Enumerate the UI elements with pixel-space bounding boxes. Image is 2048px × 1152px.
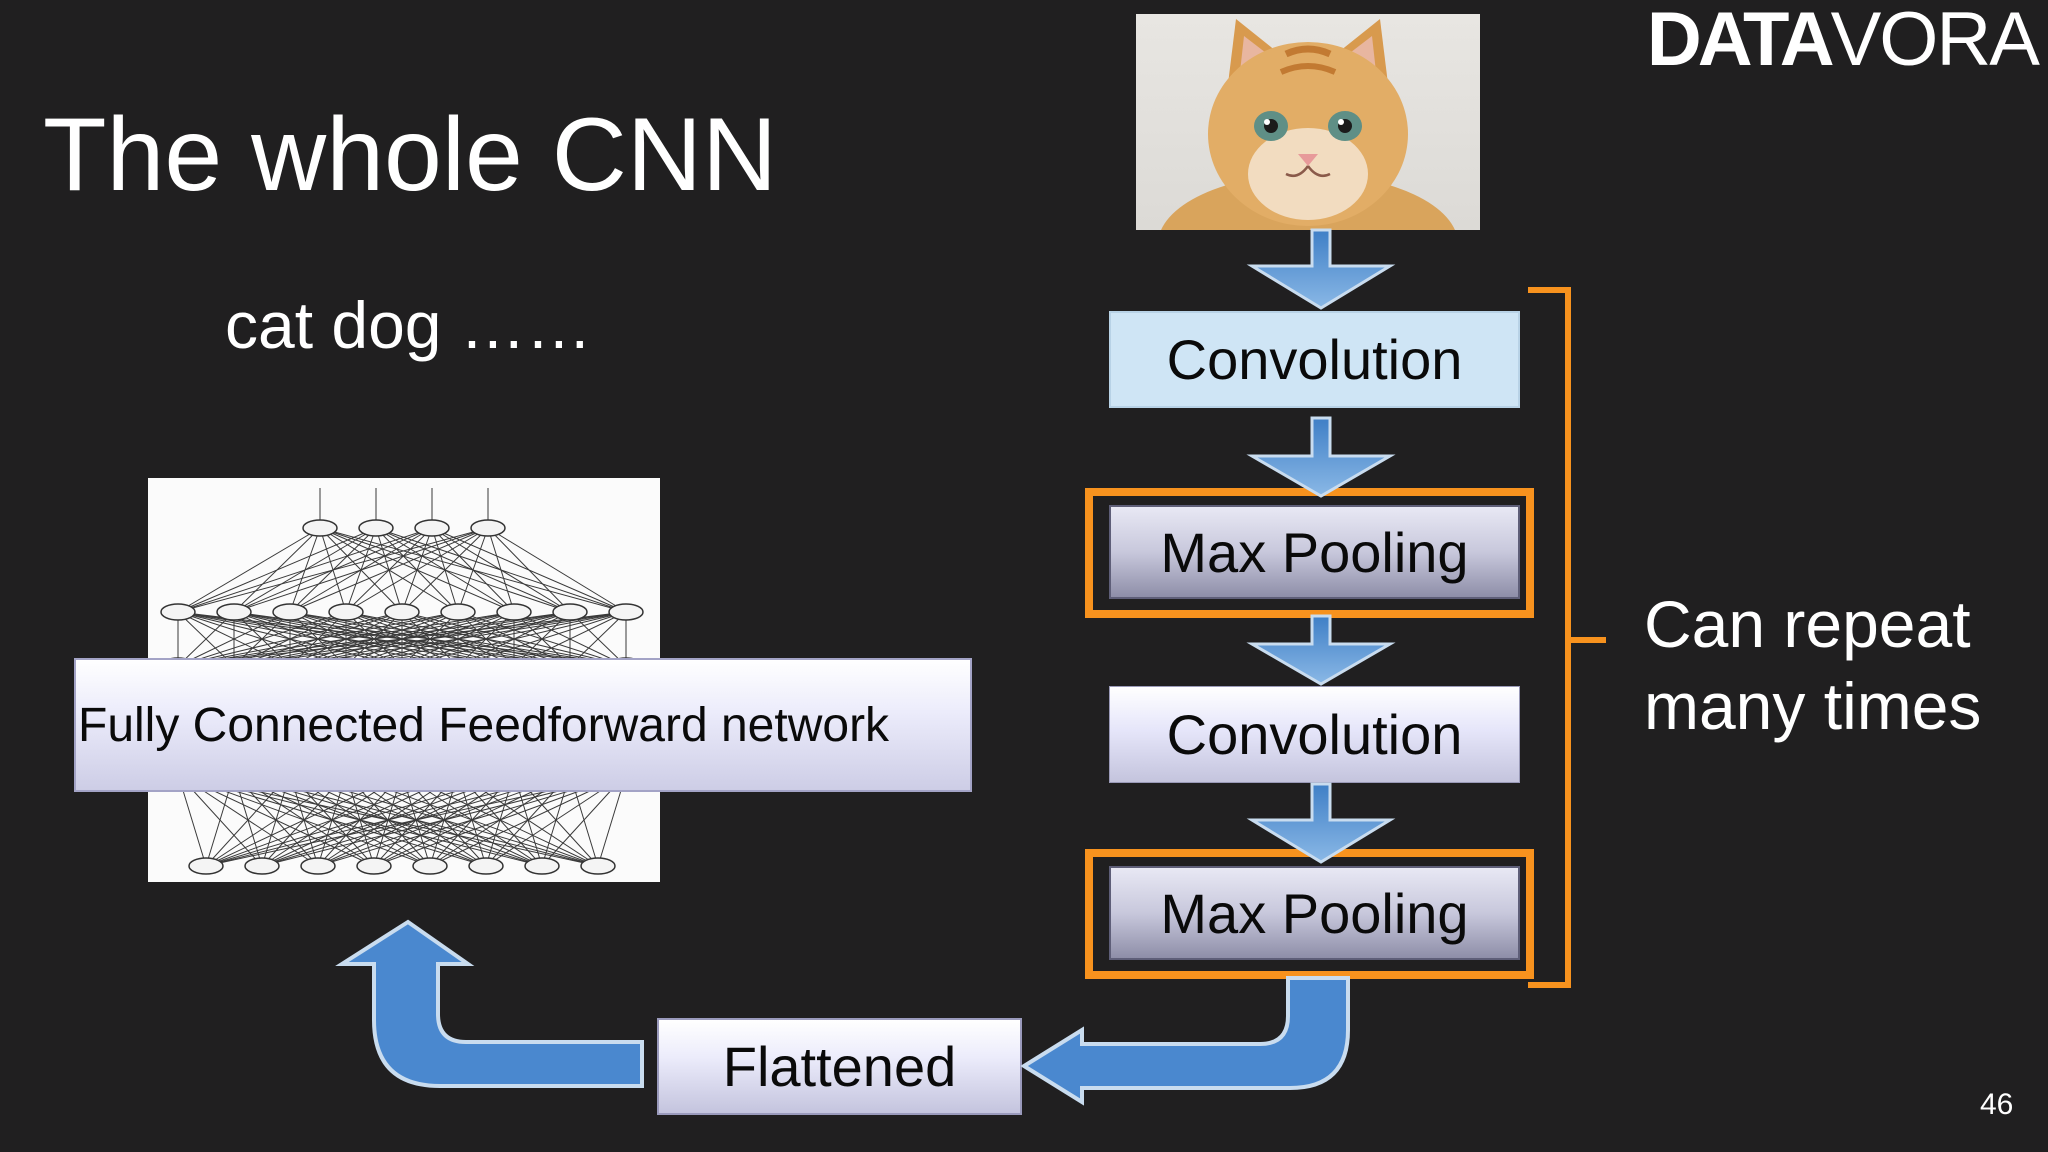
convolution-box-1: Convolution — [1109, 311, 1520, 408]
cat-illustration — [1161, 19, 1455, 230]
repeat-note-line-1: Can repeat — [1644, 587, 1971, 661]
logo-light-text: VORA — [1830, 0, 2040, 82]
slide-title: The whole CNN — [43, 97, 778, 213]
repeat-note-line-2: many times — [1644, 669, 1982, 743]
max-pooling-highlight-1 — [1085, 488, 1534, 618]
down-arrow-icon-1 — [1246, 228, 1396, 310]
down-arrow-icon-3 — [1246, 614, 1396, 686]
datavora-logo: DATAVORA — [1647, 2, 2040, 78]
curved-arrow-to-flattened-icon — [1020, 976, 1350, 1106]
down-arrow-icon-4 — [1246, 782, 1396, 864]
cat-input-image — [1136, 14, 1480, 230]
fully-connected-box: Fully Connected Feedforward network — [74, 658, 972, 792]
flattened-box: Flattened — [657, 1018, 1022, 1115]
logo-bold-text: DATA — [1646, 0, 1835, 82]
curved-arrow-to-fc-icon — [335, 919, 644, 1088]
page-number: 46 — [1980, 1088, 2014, 1121]
max-pooling-box-1: Max Pooling — [1109, 505, 1520, 599]
repeat-note: Can repeat many times — [1644, 583, 1981, 747]
output-classes-text: cat dog …… — [225, 288, 592, 362]
max-pooling-box-2: Max Pooling — [1109, 866, 1520, 960]
convolution-box-2: Convolution — [1109, 686, 1520, 783]
repeat-bracket — [1528, 287, 1606, 988]
down-arrow-icon-2 — [1246, 416, 1396, 498]
